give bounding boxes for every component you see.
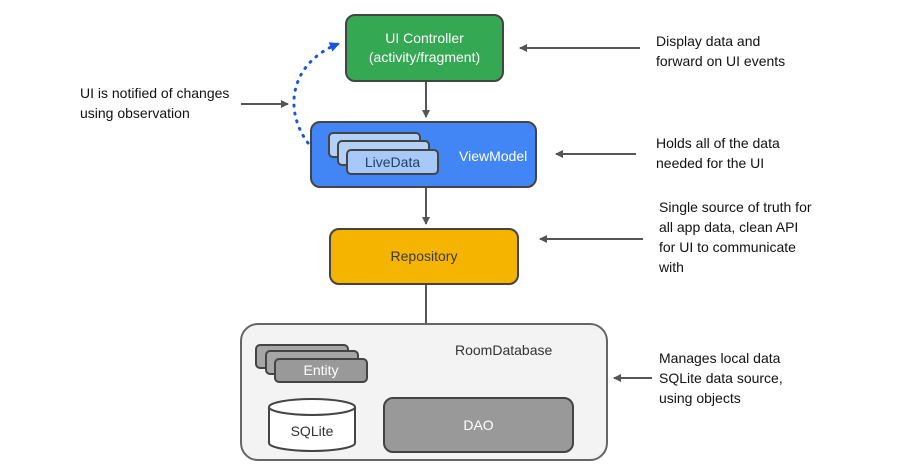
note-viewmodel-line-2: needed for the UI — [656, 155, 765, 171]
room-database-node: RoomDatabase Entity SQLite DAO — [240, 323, 608, 461]
ui-controller-node: UI Controller (activity/fragment) — [345, 14, 504, 82]
dao-box: DAO — [383, 397, 574, 453]
entity-label: Entity — [303, 362, 339, 378]
note-viewmodel-line-1: Holds all of the data — [656, 135, 780, 151]
note-repository-line-2: all app data, clean API — [659, 219, 799, 235]
livedata-label: LiveData — [364, 153, 421, 170]
note-observation-line-1: UI is notified of changes — [80, 85, 230, 101]
note-repository-line-4: with — [659, 259, 684, 275]
repository-node: Repository — [329, 228, 519, 285]
note-room: Manages local data SQLite data source, u… — [659, 348, 783, 408]
viewmodel-node: LiveData ViewModel — [310, 121, 537, 188]
note-room-line-2: SQLite data source, — [659, 370, 783, 386]
repository-label: Repository — [390, 248, 458, 264]
note-observation-line-2: using observation — [80, 105, 190, 121]
note-repository: Single source of truth for all app data,… — [659, 197, 812, 277]
note-observation: UI is notified of changes using observat… — [80, 83, 229, 123]
note-room-line-1: Manages local data — [659, 350, 781, 366]
sqlite-database-icon: SQLite — [267, 397, 357, 453]
entity-box: Entity — [274, 358, 368, 383]
observation-dotted-arrow — [292, 42, 340, 145]
note-ui-controller-line-1: Display data and — [656, 33, 761, 49]
note-viewmodel: Holds all of the data needed for the UI — [656, 133, 780, 173]
ui-controller-title: UI Controller — [385, 30, 464, 46]
note-ui-controller-line-2: forward on UI events — [656, 53, 786, 69]
note-repository-line-3: for UI to communicate — [659, 239, 796, 255]
dao-label: DAO — [463, 416, 494, 433]
livedata-box: LiveData — [346, 149, 439, 175]
note-repository-line-1: Single source of truth for — [659, 199, 812, 215]
sqlite-label: SQLite — [290, 423, 334, 439]
note-ui-controller: Display data and forward on UI events — [656, 31, 785, 71]
ui-controller-subtitle: (activity/fragment) — [368, 49, 481, 65]
note-room-line-3: using objects — [659, 390, 741, 406]
room-database-label: RoomDatabase — [455, 342, 553, 358]
viewmodel-label: ViewModel — [459, 148, 528, 164]
